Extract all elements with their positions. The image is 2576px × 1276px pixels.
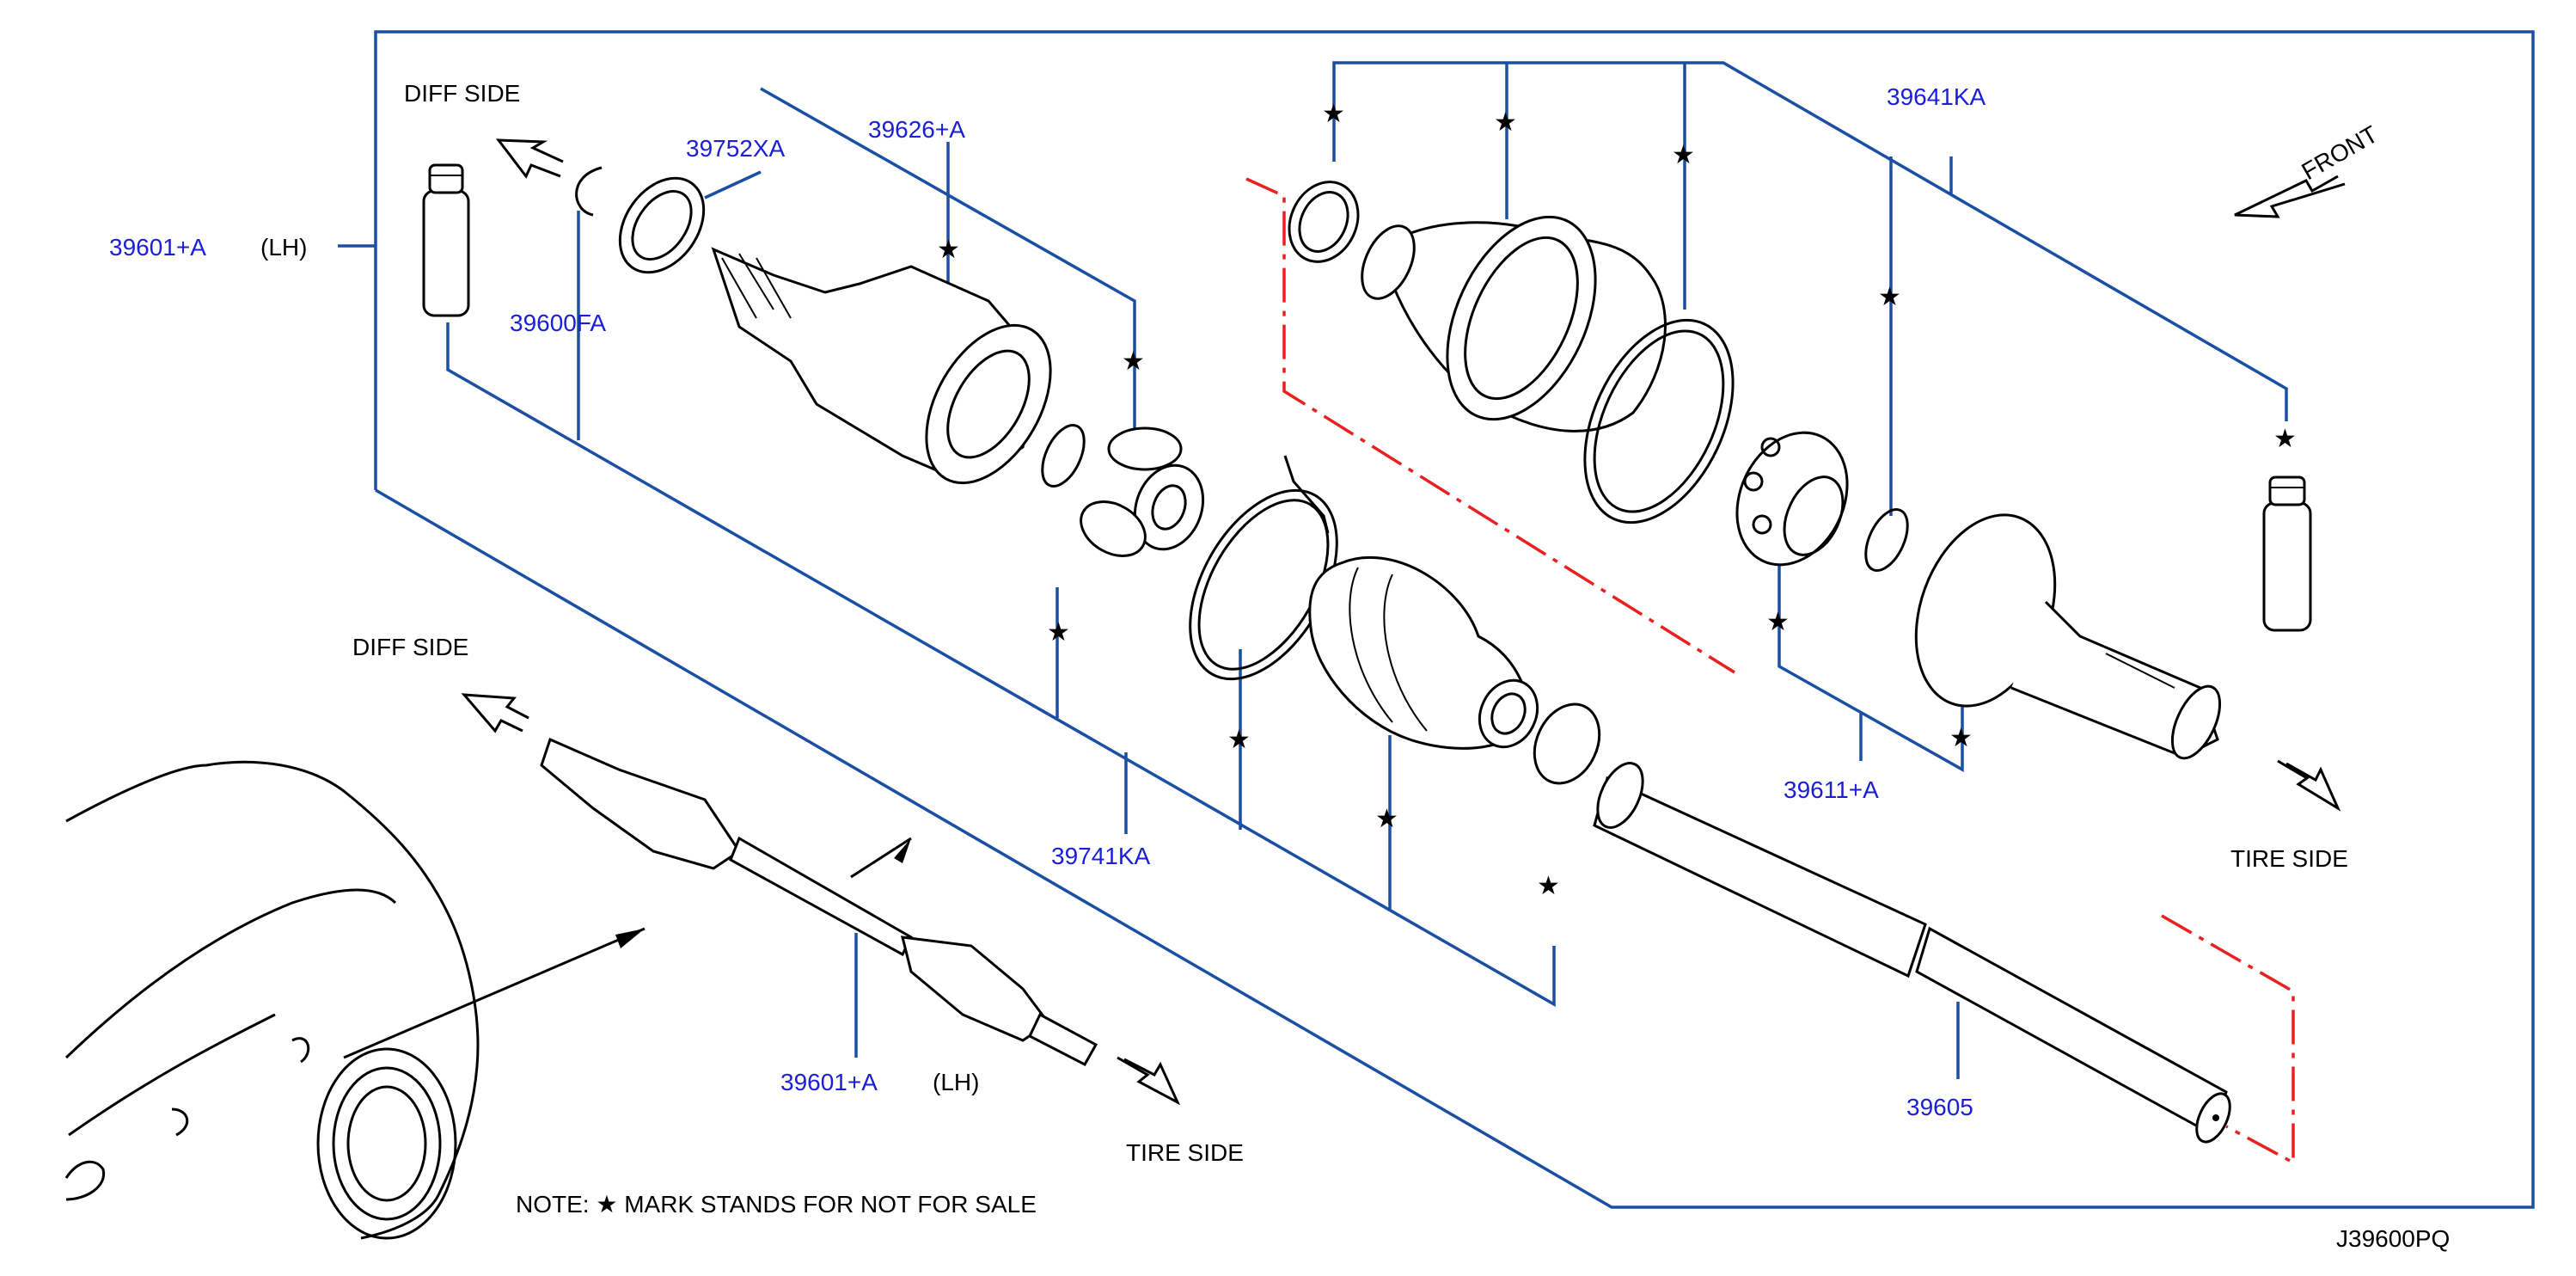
star-boot-band-inner: ★ — [1227, 725, 1251, 755]
grease-tube-right — [2262, 475, 2312, 632]
arrow-diff-top — [495, 138, 564, 179]
arrow-diff-bottom — [461, 693, 529, 733]
snap-ring-middle — [1041, 424, 1086, 488]
part-39752xa: 39752XA — [686, 135, 786, 162]
part-39600fa: 39600FA — [510, 310, 606, 336]
star-outer-band-large: ★ — [1672, 140, 1695, 170]
grease-tube-left — [422, 163, 470, 317]
arrow-tire-right — [2277, 759, 2341, 812]
part-39605: 39605 — [1906, 1094, 1973, 1120]
arrow-front — [2234, 175, 2346, 218]
snap-ring-right — [1864, 508, 1909, 572]
star-39626a: ★ — [937, 235, 960, 265]
figure-code: J39600PQ — [2336, 1225, 2450, 1252]
label-diff-side-top: DIFF SIDE — [404, 80, 520, 107]
inner-joint-housing — [711, 247, 1052, 485]
label-tire-side-bottom: TIRE SIDE — [1126, 1139, 1244, 1166]
direction-arrows — [343, 138, 2346, 1106]
label-lh-bottom: (LH) — [933, 1069, 979, 1095]
outer-boot — [1361, 215, 1667, 432]
oil-seal — [618, 176, 706, 274]
part-39601a-bottom: 39601+A — [780, 1069, 878, 1095]
star-outer-boot: ★ — [1494, 107, 1517, 138]
part-39611a: 39611+A — [1784, 776, 1879, 803]
drive-shaft — [1593, 762, 2231, 1144]
label-diff-side-bottom: DIFF SIDE — [352, 634, 468, 660]
star-snap-ring-middle: ★ — [1047, 617, 1070, 647]
not-for-sale-stars: ★ ★ ★ ★ ★ ★ ★ ★ ★ ★ ★ ★ ★ — [937, 99, 2297, 901]
arrow-tire-bottom — [1117, 1056, 1181, 1106]
star-outer-joint: ★ — [1949, 723, 1973, 753]
car-silhouette — [64, 760, 480, 1240]
snap-ring-top — [575, 166, 603, 217]
label-tire-side-right: TIRE SIDE — [2230, 845, 2348, 872]
star-tripod: ★ — [1122, 347, 1145, 377]
outer-boot-band-small — [1288, 181, 1360, 263]
star-ball-cage: ★ — [1766, 607, 1790, 637]
star-grease-right: ★ — [2273, 424, 2297, 454]
part-39741ka: 39741KA — [1051, 843, 1151, 869]
text-labels: DIFF SIDE DIFF SIDE TIRE SIDE TIRE SIDE … — [109, 80, 2450, 1252]
part-39601a-top: 39601+A — [109, 234, 206, 261]
center-lines — [1245, 177, 2295, 1165]
boot-band-small — [1533, 702, 1601, 785]
inner-boot — [1308, 555, 1539, 750]
star-boot-band-small: ★ — [1537, 871, 1560, 901]
label-front: FRONT — [2298, 120, 2383, 185]
label-lh-top: (LH) — [260, 234, 307, 261]
ball-cage — [1735, 431, 1849, 567]
star-inner-boot: ★ — [1375, 804, 1398, 834]
star-outer-band-small: ★ — [1322, 99, 1345, 129]
star-snap-ring-right: ★ — [1878, 282, 1901, 312]
part-39641ka: 39641KA — [1887, 83, 1986, 110]
assembled-driveshaft — [540, 737, 1098, 1066]
outer-boot-band-large — [1583, 318, 1735, 525]
note-text: NOTE: ★ MARK STANDS FOR NOT FOR SALE — [516, 1191, 1037, 1218]
tripod-joint — [1080, 426, 1205, 557]
part-39626a: 39626+A — [868, 116, 965, 143]
outer-joint — [1914, 513, 2222, 760]
